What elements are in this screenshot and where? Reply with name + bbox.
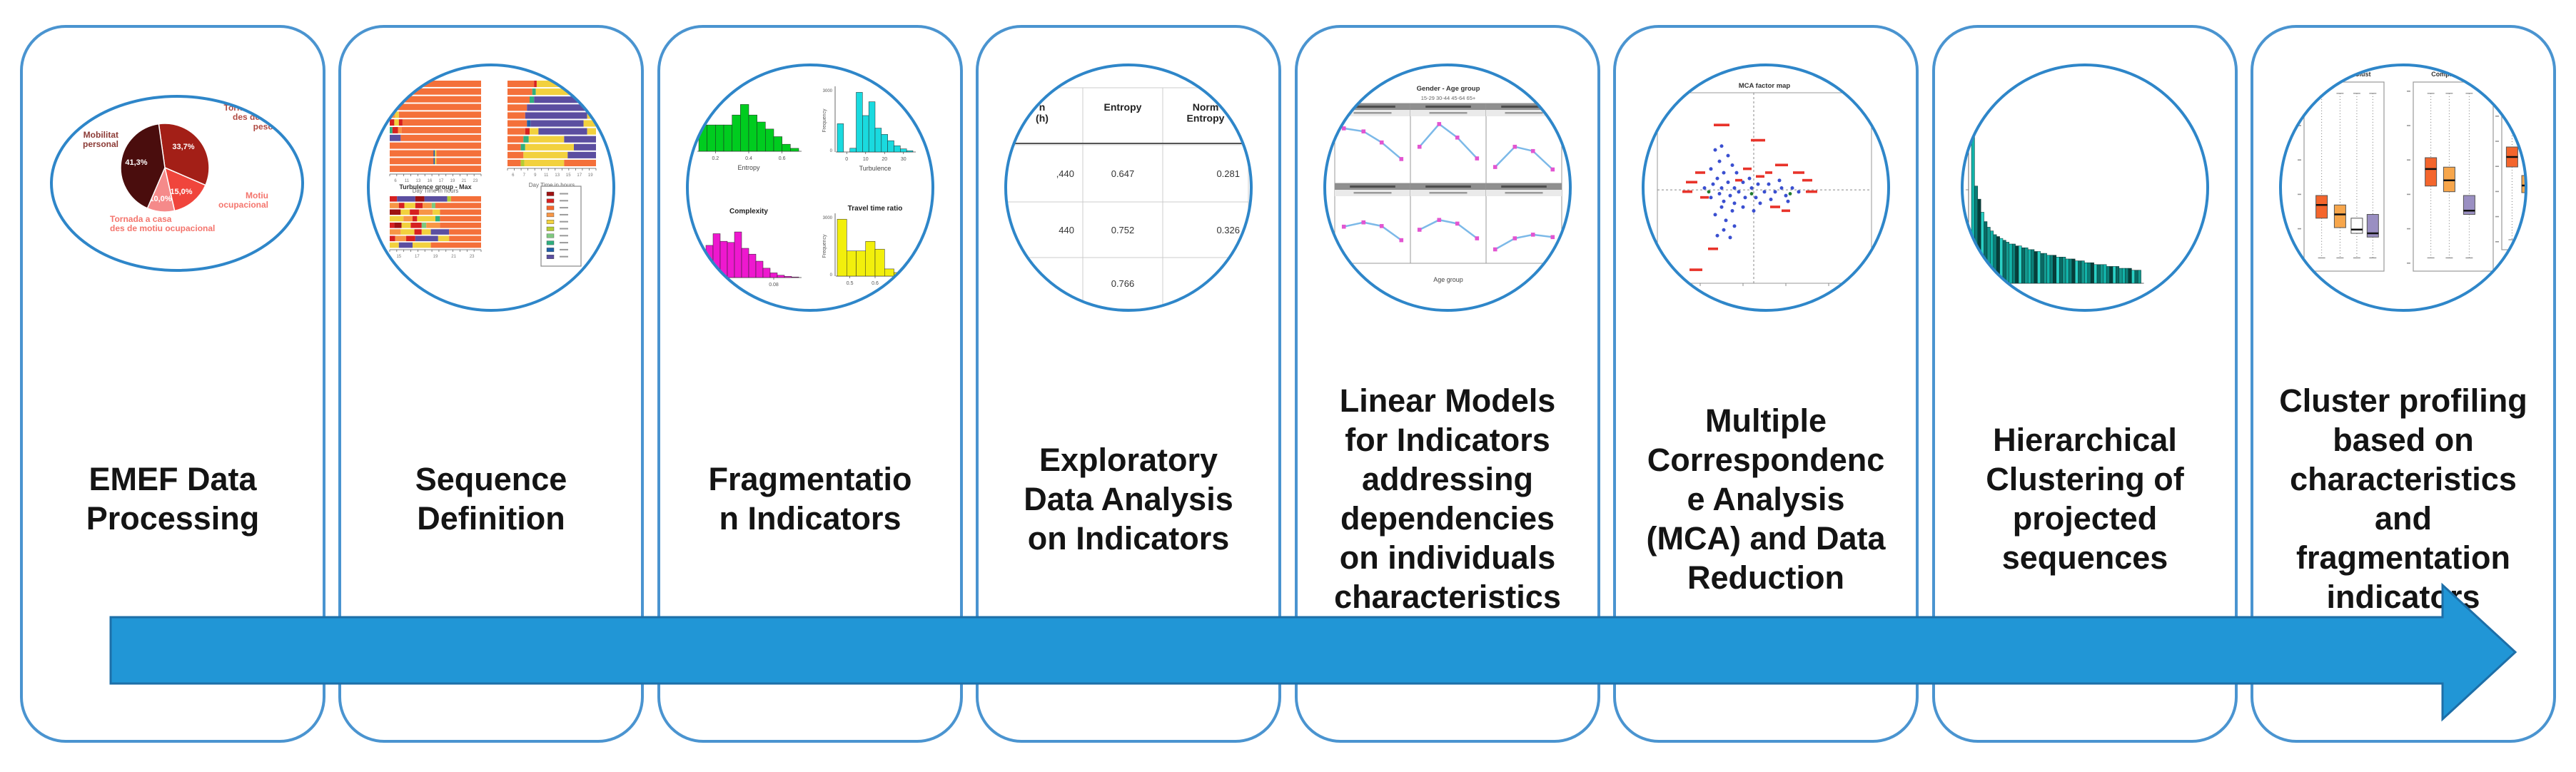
svg-text:440: 440 [1059, 225, 1074, 235]
svg-text:9: 9 [534, 173, 537, 178]
svg-text:19: 19 [588, 173, 593, 178]
svg-text:17: 17 [577, 173, 582, 178]
svg-text:Day Time in hours: Day Time in hours [413, 188, 458, 194]
svg-text:Frequency: Frequency [822, 234, 827, 258]
svg-text:0.7: 0.7 [896, 281, 904, 286]
svg-text:11: 11 [405, 179, 410, 183]
svg-text:0.5: 0.5 [847, 281, 854, 286]
step-label: Exploratory Data Analysis on Indicators [1024, 441, 1233, 557]
svg-text:Day Time in hours: Day Time in hours [529, 182, 575, 188]
svg-text:0.: 0. [1232, 278, 1240, 289]
step-label: Linear Models for Indicators addressing … [1334, 382, 1561, 615]
step-card-mca-data-reduction: MCA factor map Multiple Correspondenc e … [1613, 25, 1919, 743]
step-card-linear-models: Gender - Age group 15-29 30-44 45-64 65+ A… [1295, 25, 1600, 743]
svg-text:0: 0 [845, 157, 848, 162]
svg-text:17: 17 [415, 255, 420, 259]
svg-text:20: 20 [882, 157, 887, 162]
svg-text:0.6: 0.6 [779, 156, 786, 161]
svg-text:17: 17 [439, 179, 444, 183]
svg-text:MCA factor map: MCA factor map [1739, 82, 1791, 90]
svg-text:0.752: 0.752 [1111, 225, 1135, 235]
svg-text:6: 6 [394, 179, 397, 183]
svg-text:21: 21 [462, 179, 467, 183]
step-label: Cluster profiling based on characteristi… [2279, 382, 2527, 615]
svg-text:Complexity: Complexity [729, 208, 768, 215]
svg-text:7: 7 [523, 173, 526, 178]
svg-text:41,3%: 41,3% [125, 158, 147, 167]
svg-text:Entropy: Entropy [1104, 101, 1142, 113]
thumbnail-mca-factor-map: MCA factor map [1642, 64, 1890, 312]
svg-text:15-29 30-44 45-64 65+: 15-29 30-44 45-64 65+ [1421, 95, 1476, 101]
svg-text:21: 21 [451, 255, 456, 259]
svg-text:10: 10 [863, 157, 869, 162]
svg-text:0.647: 0.647 [1111, 168, 1135, 179]
svg-text:19: 19 [433, 255, 438, 259]
svg-text:0.326: 0.326 [1216, 225, 1240, 235]
svg-text:,440: ,440 [1056, 168, 1074, 179]
step-label: Hierarchical Clustering of projected seq… [1986, 422, 2184, 576]
svg-text:6: 6 [512, 173, 515, 178]
svg-text:19: 19 [450, 179, 455, 183]
svg-text:0: 0 [830, 149, 833, 153]
svg-text:13: 13 [416, 179, 421, 183]
svg-text:n(h): n(h) [1036, 101, 1049, 123]
svg-text:0.2: 0.2 [712, 156, 719, 161]
step-label: Multiple Correspondenc e Analysis (MCA) … [1646, 402, 1886, 596]
svg-text:0.281: 0.281 [1216, 168, 1240, 179]
svg-text:15: 15 [396, 255, 401, 259]
svg-text:13: 13 [555, 173, 560, 178]
svg-text:15,0%: 15,0% [170, 188, 192, 196]
svg-text:Frequency: Frequency [822, 108, 827, 133]
svg-text:10,0%: 10,0% [149, 195, 171, 203]
svg-text:0: 0 [830, 273, 833, 278]
svg-text:16: 16 [428, 179, 433, 183]
step-label: Sequence Definition [415, 461, 567, 537]
svg-text:11: 11 [544, 173, 549, 178]
step-label: Fragmentatio n Indicators [708, 461, 912, 537]
thumbnail-decay-bar-chart [1961, 64, 2209, 312]
step-label: EMEF Data Processing [86, 461, 260, 537]
svg-text:23: 23 [470, 255, 475, 259]
svg-text:0.04: 0.04 [719, 283, 729, 288]
svg-text:0.766: 0.766 [1111, 278, 1135, 289]
thumbnail-lattice-line-plots: Gender - Age group 15-29 30-44 45-64 65+ A… [1323, 64, 1572, 312]
svg-text:15: 15 [566, 173, 571, 178]
svg-text:3000: 3000 [823, 216, 833, 220]
svg-text:0.4: 0.4 [745, 156, 752, 161]
svg-text:0.6: 0.6 [872, 281, 879, 286]
svg-text:Travel time ratio: Travel time ratio [848, 205, 903, 213]
svg-text:23: 23 [473, 179, 478, 183]
svg-text:Age group: Age group [1433, 276, 1463, 283]
svg-text:30: 30 [901, 157, 906, 162]
svg-text:0.08: 0.08 [769, 283, 779, 288]
svg-text:33,7%: 33,7% [172, 143, 194, 151]
svg-text:Entropy: Entropy [737, 164, 760, 171]
svg-text:Turbulence group - Max: Turbulence group - Max [399, 183, 471, 191]
svg-text:Turbulence: Turbulence [859, 165, 892, 172]
step-card-hierarchical-clustering: Hierarchical Clustering of projected seq… [1932, 25, 2238, 743]
svg-text:3000: 3000 [823, 89, 833, 93]
svg-text:Gender - Age group: Gender - Age group [1417, 85, 1480, 93]
